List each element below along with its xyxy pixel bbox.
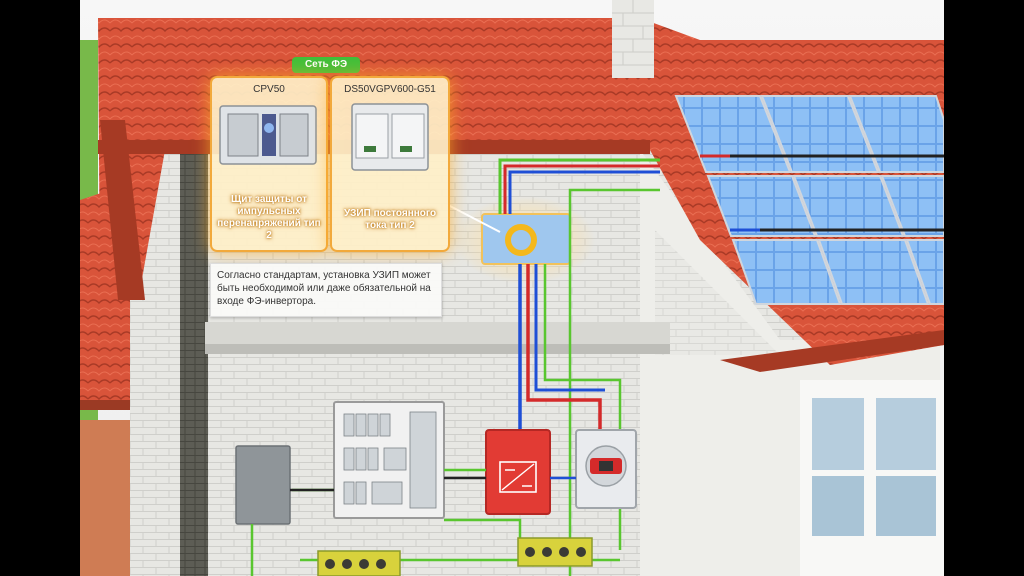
network-tag: Сеть ФЭ [292, 57, 360, 73]
device-model: CPV50 [212, 84, 326, 95]
inverter [486, 430, 550, 514]
meter-box [236, 446, 290, 524]
device-description: УЗИП постоянного тока тип 2 [336, 208, 444, 232]
device-model: DS50VGPV600-G51 [332, 84, 448, 95]
junction-box [482, 214, 570, 264]
surge-protector-image [346, 100, 434, 176]
brick-pillar [180, 150, 208, 576]
device-card-cpv50: CPV50 Щит защиты от импульсных перенапря… [210, 76, 328, 252]
floor-slab [205, 322, 670, 344]
info-note: Согласно стандартам, установка УЗИП може… [210, 263, 442, 317]
protection-panel-image [218, 102, 318, 168]
device-card-ds50: DS50VGPV600-G51 УЗИП постоянного тока ти… [330, 76, 450, 252]
device-description: Щит защиты от импульсных перенапряжений … [216, 194, 322, 242]
